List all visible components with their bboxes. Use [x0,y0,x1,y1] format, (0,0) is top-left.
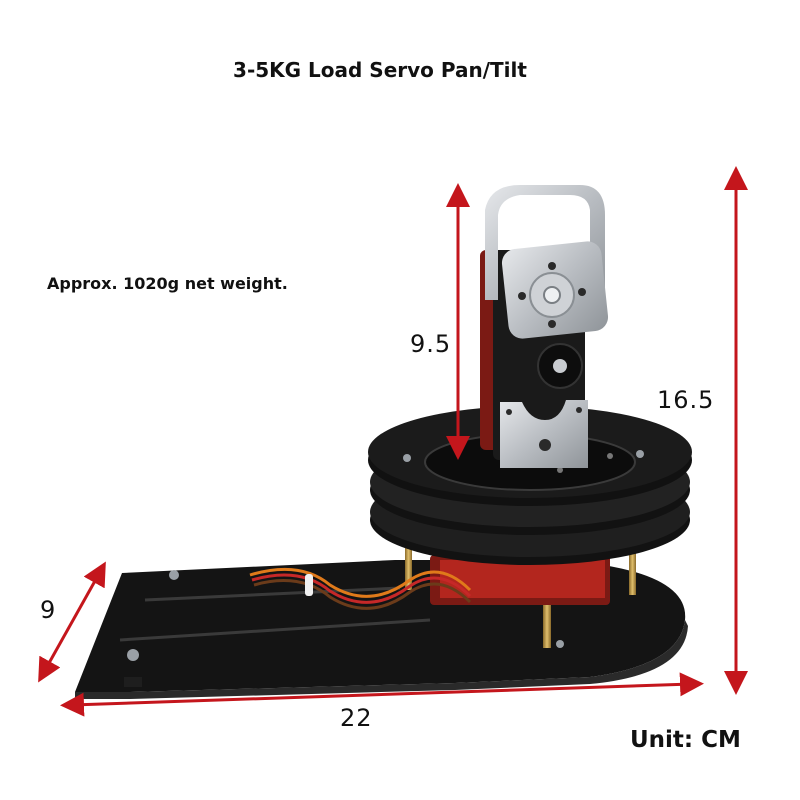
tilt-bracket [485,185,609,339]
total-height-label: 16.5 [657,386,715,414]
base-length-arrow [60,672,704,717]
servo-height-label: 9.5 [410,330,452,358]
base-length-label: 22 [340,704,373,732]
base-width-label: 9 [40,596,57,624]
weight-note: Approx. 1020g net weight. [47,274,288,293]
base-width-arrow [38,561,106,683]
unit-label: Unit: CM [630,727,741,753]
bottom-bracket [500,400,588,468]
servo-wires [249,567,472,610]
product-title: 3-5KG Load Servo Pan/Tilt [233,58,527,82]
